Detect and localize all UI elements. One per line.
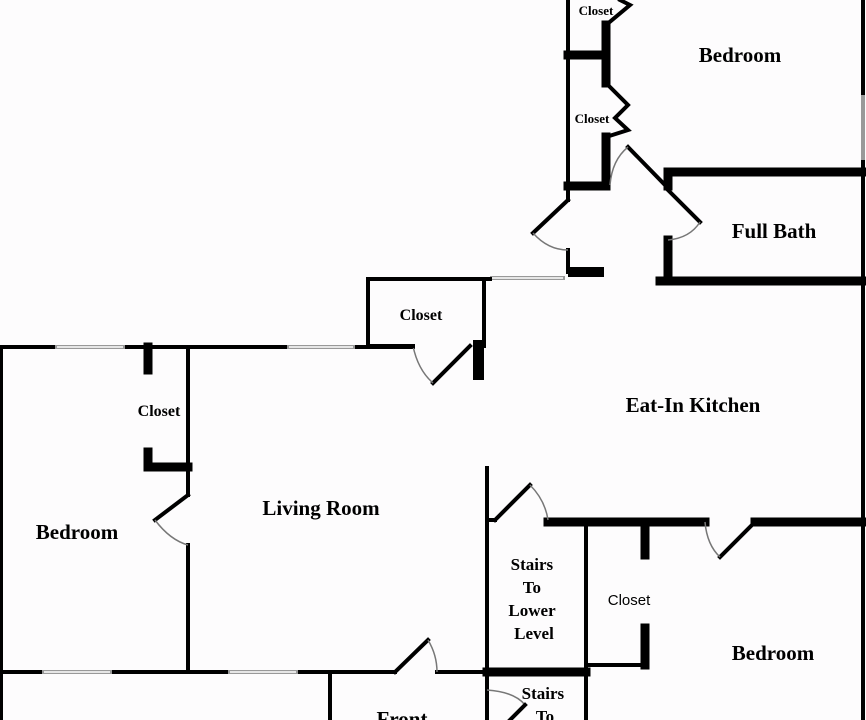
label-closet-bottom-right: Closet xyxy=(608,592,651,609)
wall-block xyxy=(568,267,604,277)
label-closet-top: Closet xyxy=(579,3,614,18)
label-front: Front xyxy=(377,707,428,720)
label-living-room: Living Room xyxy=(262,496,380,520)
label-bedroom-left: Bedroom xyxy=(36,520,119,544)
wall-block xyxy=(473,340,484,380)
label-bedroom-bottom-right: Bedroom xyxy=(732,641,815,665)
label-bedroom-top-right: Bedroom xyxy=(699,43,782,67)
label-stairs-lower: Stairs To Lower Level xyxy=(508,555,559,643)
label-closet-middle: Closet xyxy=(400,307,443,324)
doors xyxy=(152,0,758,720)
label-closet-second: Closet xyxy=(575,111,610,126)
label-stairs-bottom: Stairs To xyxy=(522,684,569,720)
label-closet-left: Closet xyxy=(138,403,181,420)
room-labels: Bedroom Closet Closet Full Bath Closet E… xyxy=(36,3,817,720)
label-full-bath: Full Bath xyxy=(732,219,817,243)
label-eat-in-kitchen: Eat-In Kitchen xyxy=(626,393,761,417)
